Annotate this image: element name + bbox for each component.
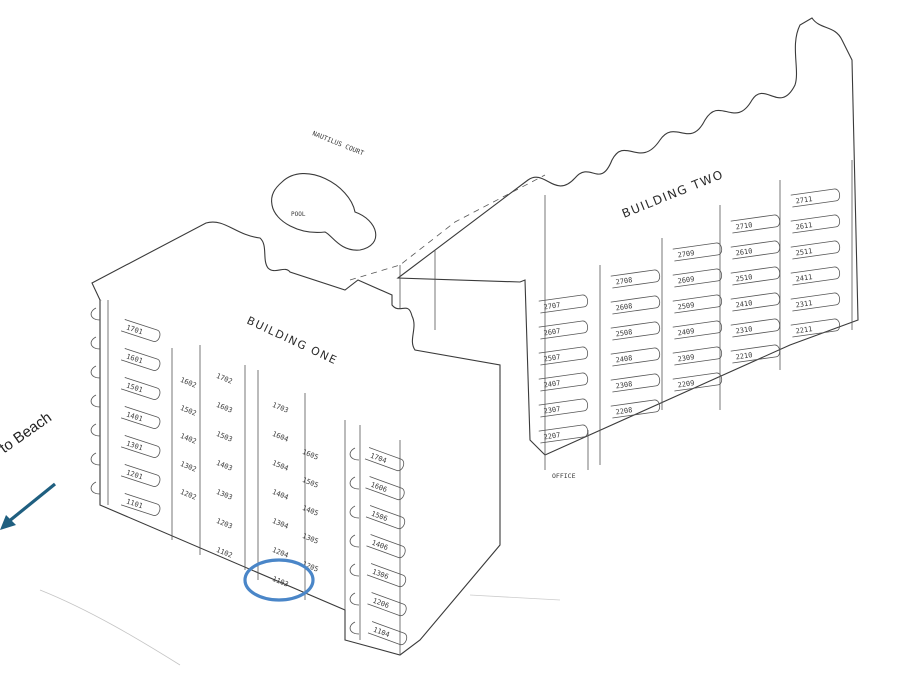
balcony-ledge bbox=[349, 505, 360, 519]
unit-2308: 2308 bbox=[610, 373, 661, 393]
office-label: OFFICE bbox=[552, 472, 576, 480]
unit-1406: 1406 bbox=[366, 534, 406, 559]
building-two-units: 2707 2607 2507 2407 2307 2207 2708 2608 2508 2408… bbox=[538, 188, 841, 444]
unit-2607: 2607 bbox=[538, 320, 589, 340]
unit-label: 2609 bbox=[677, 275, 695, 285]
unit-label: 2307 bbox=[543, 405, 561, 415]
unit-label: 2509 bbox=[677, 301, 695, 311]
building-one: BUILDING ONE 170116011501140113011201110… bbox=[90, 221, 501, 656]
unit-2708: 2708 bbox=[610, 269, 661, 289]
unit-label: 2209 bbox=[677, 379, 695, 389]
unit-label: 2407 bbox=[543, 379, 561, 389]
unit-2610: 2610 bbox=[730, 240, 781, 260]
unit-2511: 2511 bbox=[790, 240, 841, 260]
balcony-ledge bbox=[90, 336, 101, 350]
unit-2210: 2210 bbox=[730, 344, 781, 364]
unit-label: 2408 bbox=[615, 354, 633, 364]
unit-label: 2508 bbox=[615, 328, 633, 338]
unit-1606: 1606 bbox=[365, 476, 405, 501]
nautilus-court-label: NAUTILUS COURT bbox=[311, 129, 365, 157]
balcony-ledge bbox=[349, 447, 360, 461]
connector-walkway bbox=[349, 174, 546, 281]
pool-area: POOL NAUTILUS COURT bbox=[271, 129, 377, 251]
unit-2609: 2609 bbox=[672, 268, 723, 288]
unit-label: 2507 bbox=[543, 353, 561, 363]
balcony-ledge bbox=[90, 481, 101, 495]
unit-2608: 2608 bbox=[610, 295, 661, 315]
unit-2209: 2209 bbox=[672, 372, 723, 392]
unit-2207: 2207 bbox=[538, 424, 589, 444]
unit-2707: 2707 bbox=[538, 294, 589, 314]
balcony-ledge bbox=[90, 307, 101, 321]
unit-label: 2608 bbox=[615, 302, 633, 312]
balcony-ledge bbox=[349, 621, 360, 635]
balcony-ledge bbox=[349, 534, 360, 548]
unit-label: 2611 bbox=[795, 221, 813, 231]
unit-2410: 2410 bbox=[730, 292, 781, 312]
unit-2507: 2507 bbox=[538, 346, 589, 366]
balcony-ledge bbox=[349, 476, 360, 490]
unit-2309: 2309 bbox=[672, 346, 723, 366]
unit-2510: 2510 bbox=[730, 266, 781, 286]
balcony-ledge bbox=[90, 423, 101, 437]
unit-2310: 2310 bbox=[730, 318, 781, 338]
unit-label: 2708 bbox=[615, 276, 633, 286]
unit-1704: 1704 bbox=[364, 447, 405, 472]
walkway-to-beach: Walkway to Beach bbox=[0, 409, 57, 530]
unit-2408: 2408 bbox=[610, 347, 661, 367]
unit-label: 2211 bbox=[795, 325, 813, 335]
unit-2208: 2208 bbox=[610, 399, 661, 419]
unit-1306: 1306 bbox=[366, 563, 407, 588]
balcony-ledge bbox=[349, 563, 360, 577]
unit-2409: 2409 bbox=[672, 320, 723, 340]
highlight-circle-1103 bbox=[243, 558, 315, 602]
unit-label: 2607 bbox=[543, 327, 561, 337]
pool-shape bbox=[271, 173, 377, 251]
building-two: BUILDING TWO OFFICE 27072607250724072307… bbox=[396, 17, 859, 480]
unit-label: 2411 bbox=[795, 273, 813, 283]
unit-2311: 2311 bbox=[790, 292, 841, 312]
unit-label: 2308 bbox=[615, 380, 633, 390]
unit-2211: 2211 bbox=[790, 318, 841, 338]
unit-label: 2309 bbox=[677, 353, 695, 363]
unit-2407: 2407 bbox=[538, 372, 589, 392]
walkway-arrow bbox=[6, 482, 57, 524]
unit-1506: 1506 bbox=[365, 505, 406, 530]
unit-2711: 2711 bbox=[790, 188, 841, 208]
unit-label: 2210 bbox=[735, 351, 753, 361]
unit-label: 2510 bbox=[735, 273, 753, 283]
unit-label: 2511 bbox=[795, 247, 813, 257]
unit-2611: 2611 bbox=[790, 214, 841, 234]
unit-label: 2610 bbox=[735, 247, 753, 257]
pool-label: POOL bbox=[291, 211, 306, 218]
walkway-label: Walkway to Beach bbox=[0, 409, 55, 493]
unit-2508: 2508 bbox=[610, 321, 661, 341]
unit-label: 2710 bbox=[735, 221, 753, 231]
unit-2509: 2509 bbox=[672, 294, 723, 314]
unit-2710: 2710 bbox=[730, 214, 781, 234]
unit-label: 2707 bbox=[543, 301, 561, 311]
balcony-ledge bbox=[90, 394, 101, 408]
balcony-ledge bbox=[90, 365, 101, 379]
unit-1104: 1104 bbox=[367, 621, 408, 646]
balcony-ledge bbox=[90, 452, 101, 466]
unit-2709: 2709 bbox=[672, 242, 723, 262]
unit-label: 2310 bbox=[735, 325, 753, 335]
unit-2411: 2411 bbox=[790, 266, 841, 286]
building-two-roof bbox=[396, 17, 859, 456]
unit-label: 2208 bbox=[615, 406, 633, 416]
unit-label: 2311 bbox=[795, 299, 813, 309]
unit-label: 2410 bbox=[735, 299, 753, 309]
balcony-ledge bbox=[349, 592, 360, 606]
unit-label: 2711 bbox=[795, 195, 813, 205]
unit-1206: 1206 bbox=[367, 592, 407, 617]
unit-2307: 2307 bbox=[538, 398, 589, 418]
arrow-head-icon bbox=[0, 515, 16, 530]
unit-label: 2709 bbox=[677, 249, 695, 259]
unit-label: 2409 bbox=[677, 327, 695, 337]
unit-label: 2207 bbox=[543, 431, 561, 441]
